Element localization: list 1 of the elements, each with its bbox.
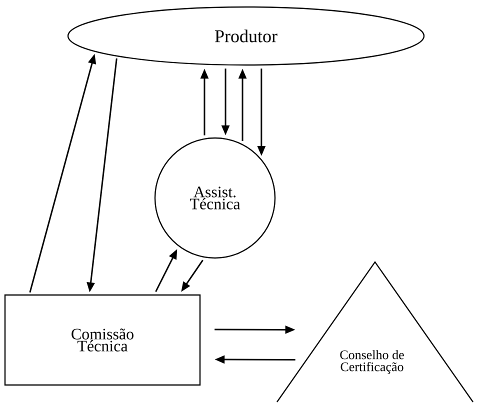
process-box: Comissão Técnica — [4, 294, 201, 386]
